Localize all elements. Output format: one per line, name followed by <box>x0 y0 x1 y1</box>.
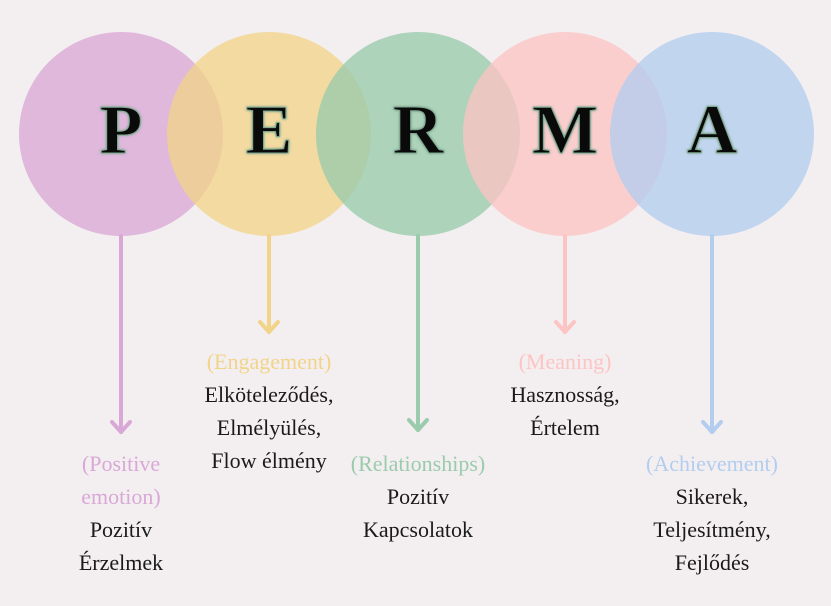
label-a: (Achievement) Sikerek, Teljesítmény, Fejlőd… <box>646 447 778 579</box>
hungarian-term: Elmélyülés, <box>216 415 322 440</box>
hungarian-term: Teljesítmény, <box>653 517 771 542</box>
letter-r: R <box>392 92 444 169</box>
arrow-down-icon <box>554 234 576 334</box>
circle-a <box>610 32 814 236</box>
hungarian-term: Pozitív <box>386 484 450 509</box>
english-term: (Relationships) <box>350 451 486 476</box>
letter-a: A <box>686 92 738 169</box>
english-term: (Meaning) <box>518 349 612 374</box>
english-term: (Positive <box>81 451 161 476</box>
hungarian-term: Elköteleződés, <box>204 382 334 407</box>
hungarian-term: Pozitív <box>89 517 153 542</box>
label-m: (Meaning) Hasznosság, Értelem <box>510 345 619 444</box>
arrow-down-icon <box>258 234 280 334</box>
hungarian-term: Érzelmek <box>78 550 164 575</box>
hungarian-term: Sikerek, <box>675 484 749 509</box>
label-e: (Engagement) Elköteleződés, Elmélyülés, Flo… <box>205 345 334 477</box>
arrow-down-icon <box>110 234 132 434</box>
letter-e: E <box>245 92 293 169</box>
letter-m: M <box>531 92 599 169</box>
arrow-down-icon <box>407 234 429 432</box>
hungarian-term: Fejlődés <box>674 550 750 575</box>
hungarian-term: Értelem <box>530 415 600 440</box>
hungarian-term: Flow élmény <box>211 448 327 473</box>
hungarian-term: Hasznosság, <box>510 382 620 407</box>
english-term: (Achievement) <box>646 451 778 476</box>
english-term: (Engagement) <box>206 349 332 374</box>
hungarian-term: Kapcsolatok <box>363 517 473 542</box>
letter-p: P <box>99 92 143 169</box>
arrow-down-icon <box>701 234 723 434</box>
english-term: emotion) <box>81 484 161 509</box>
